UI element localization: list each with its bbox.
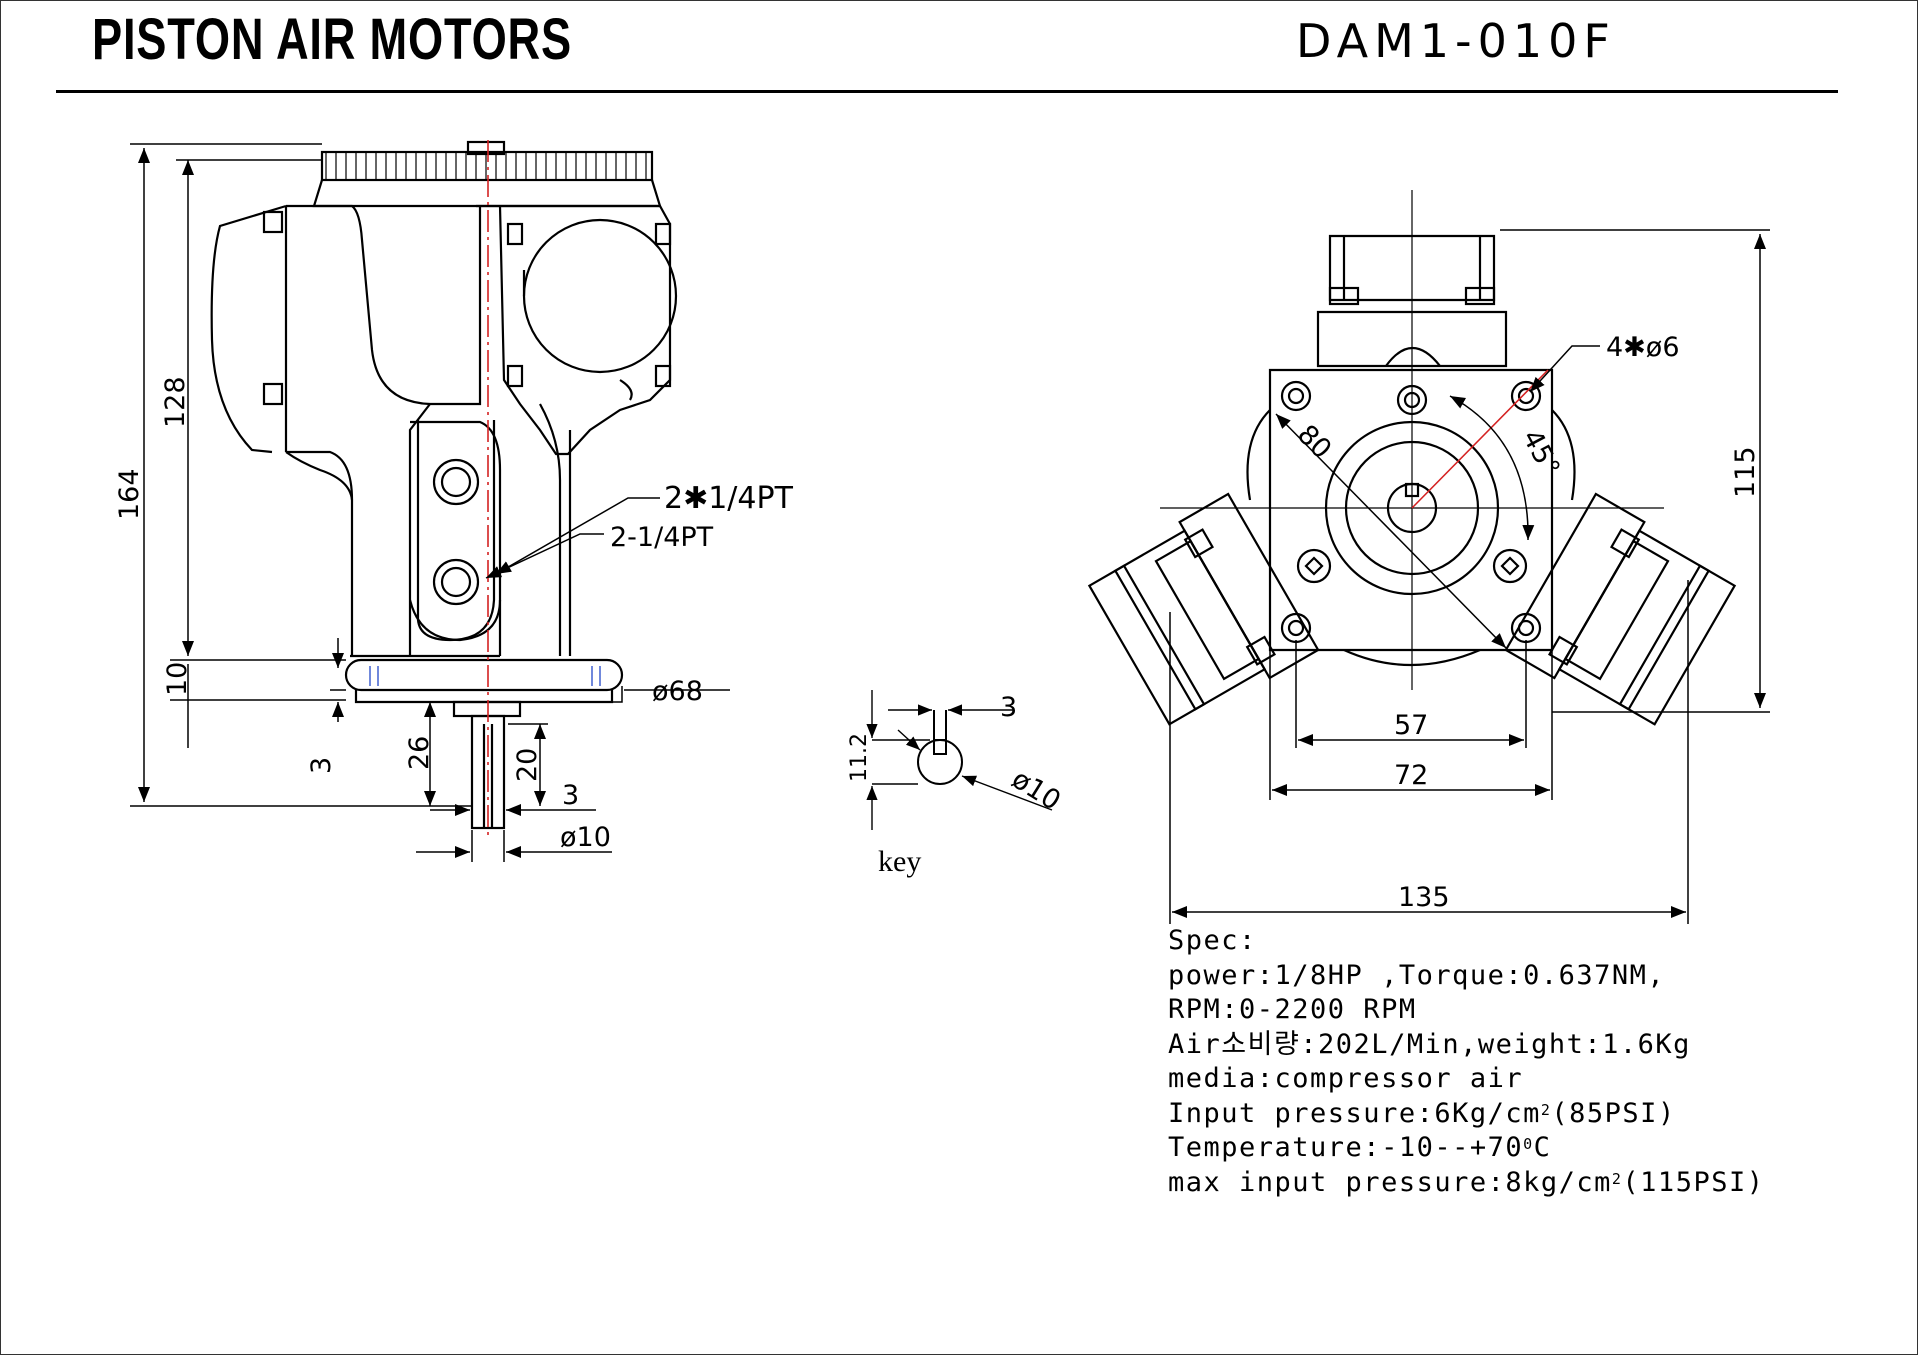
dim-128: 128	[160, 376, 191, 428]
port-label-secondary: 2-1/4PT	[610, 522, 714, 553]
key-view	[866, 690, 1053, 830]
spec-temperature-sup: 0	[1523, 1135, 1534, 1153]
spec-max-pressure-text: max input pressure:8kg/cm	[1168, 1166, 1612, 1198]
spec-line-power: power:1/8HP ,Torque:0.637NM,	[1168, 959, 1666, 991]
spec-line-max-pressure: max input pressure:8kg/cm2(115PSI)	[1168, 1166, 1764, 1201]
spec-temperature-unit: C	[1533, 1132, 1552, 1163]
title-divider	[56, 90, 1838, 93]
dim-shaft-diameter: ø10	[560, 822, 611, 853]
dim-bolt-holes: 4✱ø6	[1606, 332, 1680, 363]
spec-line-input-pressure: Input pressure:6Kg/cm2(85PSI)	[1168, 1097, 1764, 1132]
dim-57: 57	[1394, 710, 1428, 741]
side-view-dimensions	[130, 143, 730, 862]
spec-max-pressure-sup: 2	[1611, 1169, 1623, 1188]
dim-164: 164	[114, 468, 145, 520]
dim-45-degree: 45°	[1516, 425, 1566, 482]
key-dim-width: 3	[1000, 692, 1017, 723]
dim-72: 72	[1394, 760, 1428, 791]
front-view-dimensions	[1169, 229, 1770, 924]
spec-input-pressure-sup: 2	[1540, 1100, 1552, 1119]
dim-3-shaft: 3	[562, 780, 579, 811]
dim-20: 20	[512, 748, 543, 782]
key-view-dim-labels: 3 11.2 ø10	[847, 692, 1066, 817]
dim-135: 135	[1398, 882, 1450, 913]
dim-80: 80	[1291, 419, 1337, 465]
model-number: DAM1-010F	[1296, 14, 1616, 68]
front-view-dim-labels: 80 45° 4✱ø6 115 57 72 135	[1291, 332, 1761, 913]
dim-10: 10	[162, 662, 193, 696]
dim-26: 26	[404, 736, 435, 770]
spec-max-pressure-psi: (115PSI)	[1622, 1166, 1765, 1198]
spec-line-air: Air소비량:202L/Min,weight:1.6Kg	[1168, 1028, 1691, 1060]
spec-input-pressure-text: Input pressure:6Kg/cm	[1168, 1097, 1541, 1129]
dim-115: 115	[1730, 446, 1761, 498]
key-dim-height: 11.2	[847, 733, 872, 782]
side-view	[210, 140, 678, 830]
key-dim-diameter: ø10	[1006, 764, 1066, 817]
spec-line-rpm: RPM:0-2200 RPM	[1168, 994, 1417, 1025]
spec-input-pressure-psi: (85PSI)	[1551, 1097, 1676, 1129]
spec-block: Spec:power:1/8HP ,Torque:0.637NM,RPM:0-2…	[1168, 924, 1764, 1200]
side-view-dim-labels: 164 128 10 3 26 20 3 ø10 ø68 2✱1/4PT 2-1…	[114, 376, 794, 853]
port-label-primary: 2✱1/4PT	[664, 481, 794, 516]
spec-line-media: media:compressor air	[1168, 1063, 1524, 1094]
spec-heading: Spec:	[1168, 925, 1257, 956]
spec-line-temperature: Temperature:-10--+700C	[1168, 1131, 1764, 1166]
front-view	[1087, 190, 1737, 726]
dim-3-flange: 3	[306, 757, 337, 774]
drawing-title: PISTON AIR MOTORS	[92, 7, 572, 72]
dim-flange-diameter: ø68	[652, 676, 703, 707]
spec-temperature-text: Temperature:-10--+70	[1168, 1132, 1524, 1163]
key-label: key	[878, 845, 922, 878]
